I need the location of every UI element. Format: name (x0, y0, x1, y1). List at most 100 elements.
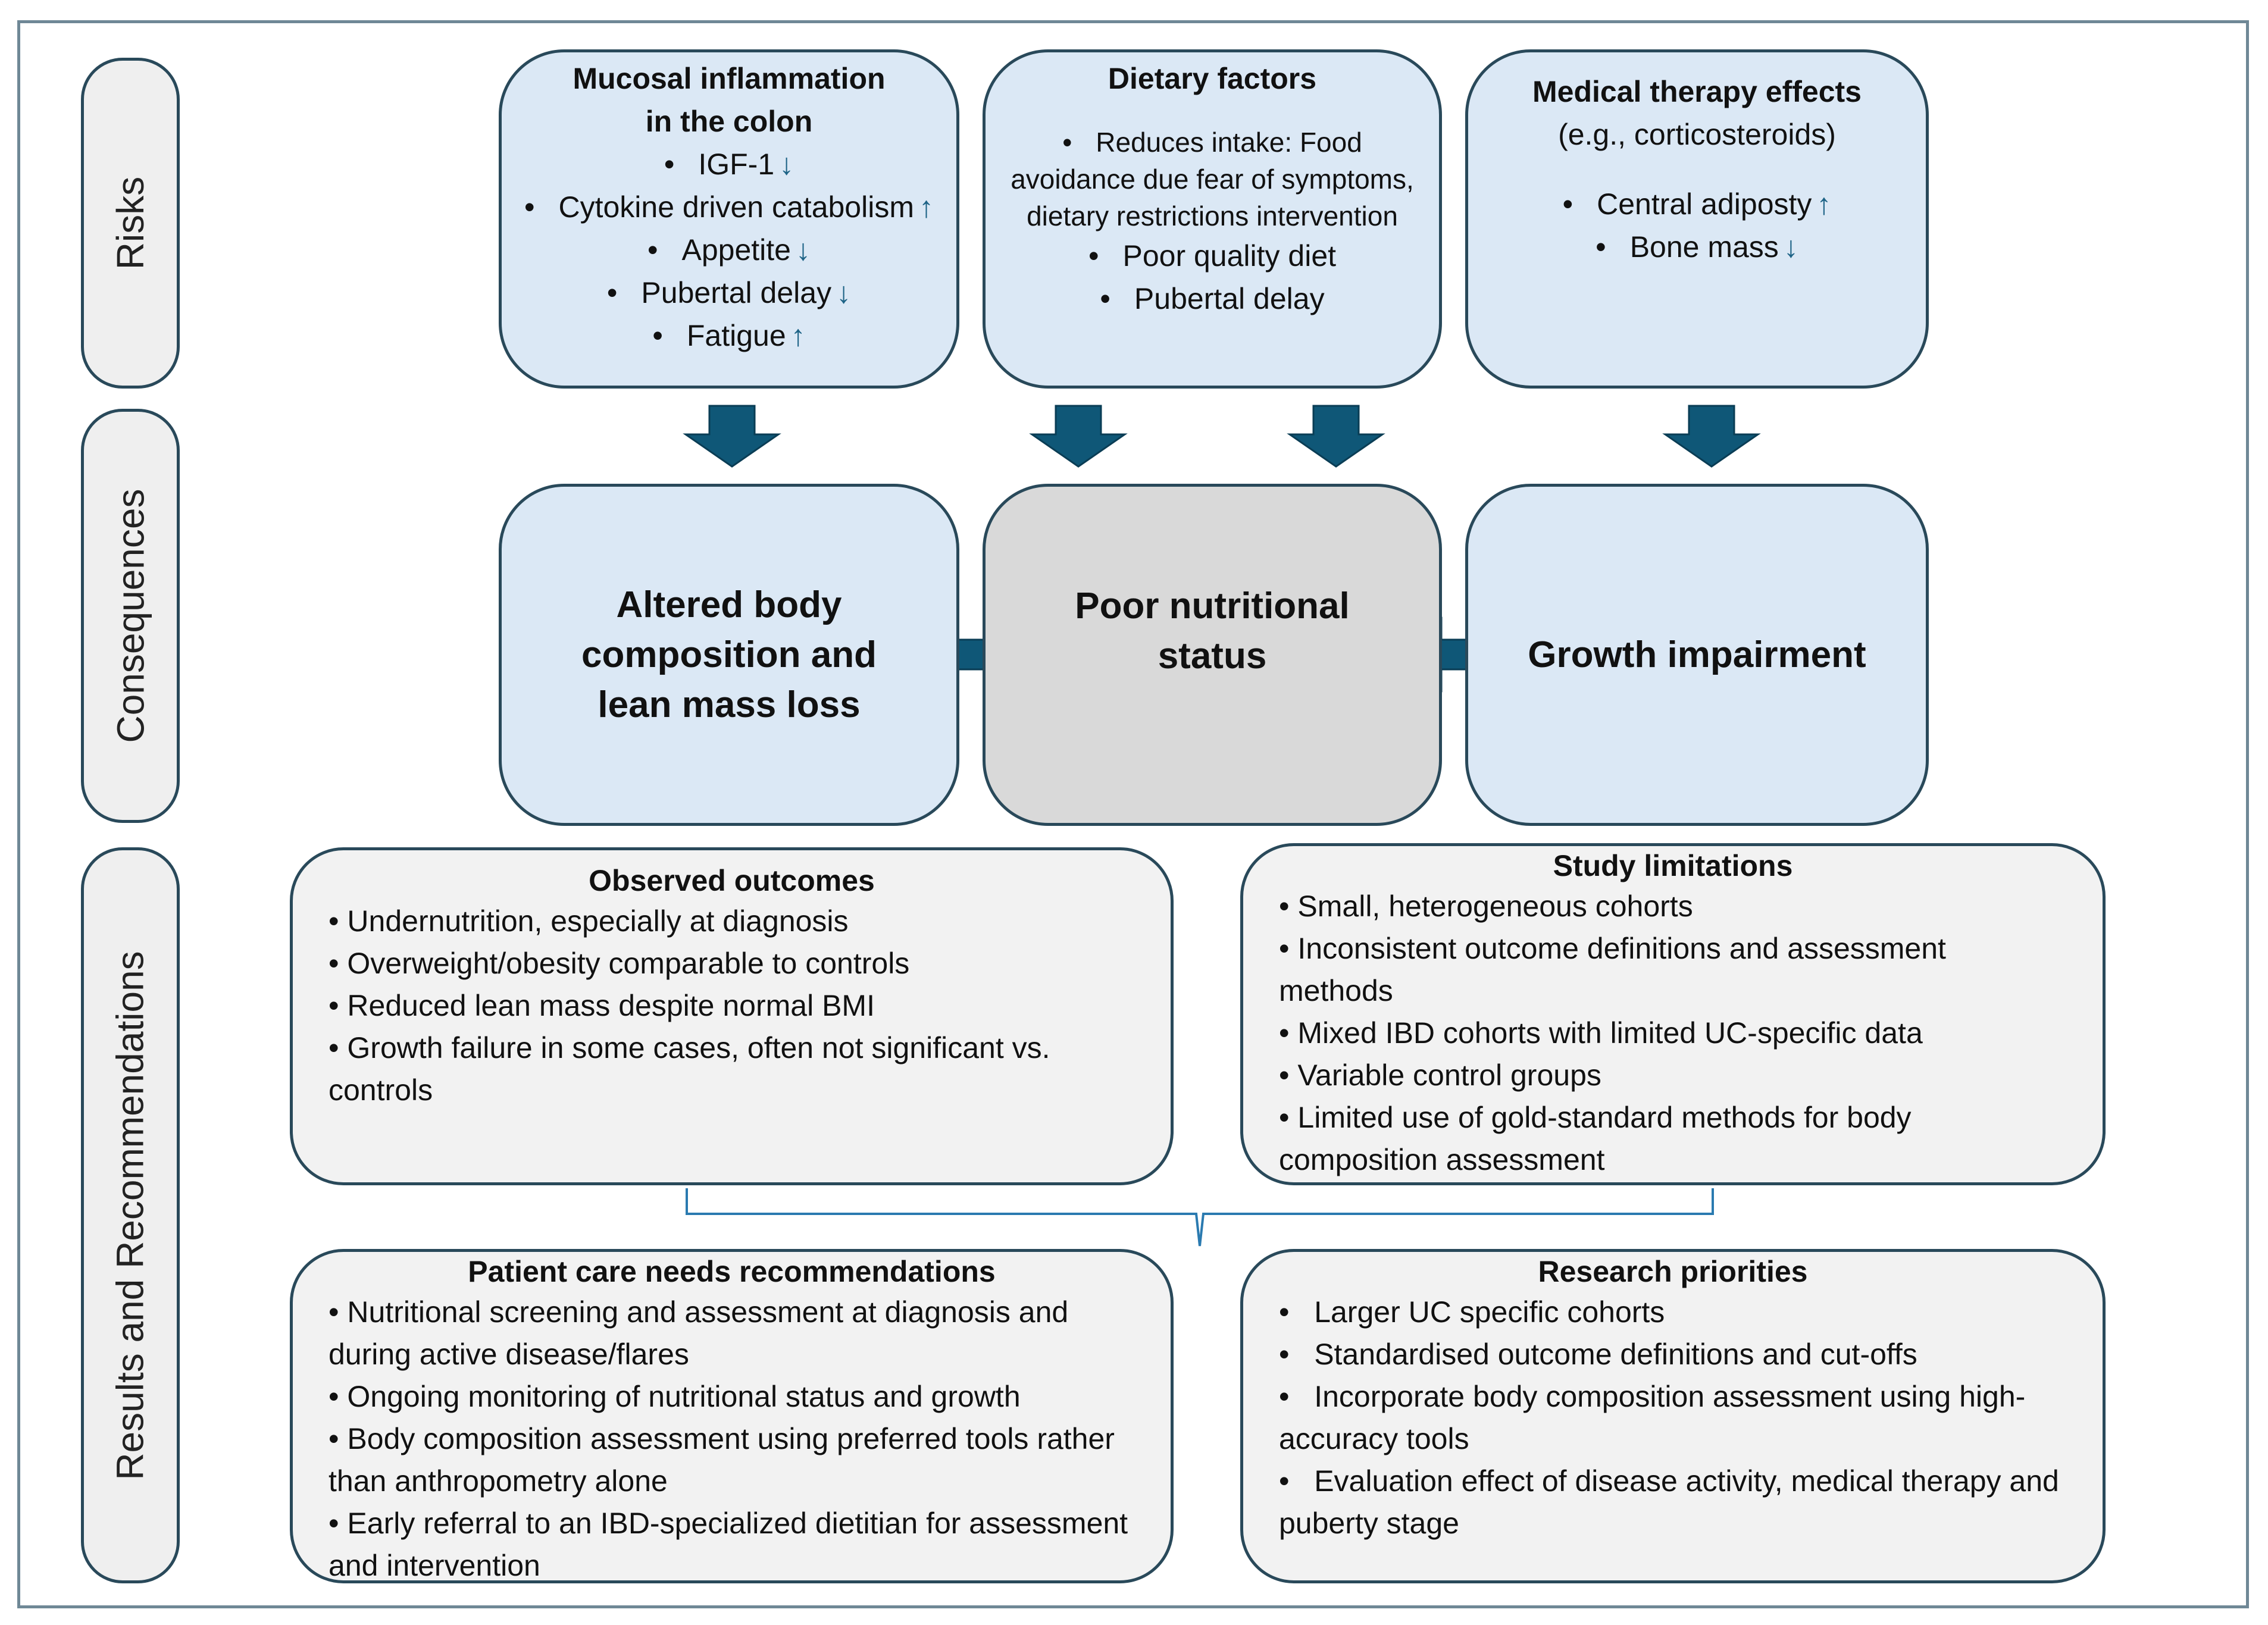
section-item: • Undernutrition, especially at diagnosi… (329, 900, 1135, 943)
section-item: • Standardised outcome definitions and c… (1279, 1333, 2067, 1376)
section-item: • Incorporate body composition assessmen… (1279, 1376, 2067, 1460)
section-list: • Larger UC specific cohorts• Standardis… (1279, 1291, 2067, 1545)
section-item-text: Overweight/obesity comparable to control… (347, 947, 910, 980)
bullet-icon: • (1279, 1464, 1315, 1498)
risk-title: Mucosal inflammation (573, 62, 886, 95)
section-title: Observed outcomes (589, 864, 875, 897)
risk-list: •Reduces intake: Food avoidance due fear… (1009, 124, 1415, 320)
brace-connector (686, 1188, 1714, 1247)
bullet-icon: • (329, 1380, 348, 1413)
bullet-icon: • (329, 1422, 348, 1455)
risk-item-text: Poor quality diet (1122, 239, 1337, 273)
bullet-icon: • (1062, 127, 1072, 158)
risk-item-text: Central adiposty (1597, 187, 1812, 221)
risk-title: Medical therapy effects (1532, 75, 1862, 108)
risk-item: •Reduces intake: Food avoidance due fear… (1009, 124, 1415, 234)
section-item: • Early referral to an IBD-specialized d… (329, 1502, 1135, 1587)
section-title: Research priorities (1538, 1255, 1808, 1288)
section-item: • Evaluation effect of disease activity,… (1279, 1460, 2067, 1545)
consequence-poor-nutritional-status: Poor nutritional status (983, 484, 1442, 826)
section-item: • Small, heterogeneous cohorts (1279, 885, 2067, 928)
arrow-up-icon: ↑ (790, 319, 806, 352)
risk-item: • Fatigue↑ (502, 314, 956, 357)
risk-item: •Bone mass↓ (1468, 226, 1926, 268)
risk-title: Dietary factors (1108, 62, 1317, 95)
section-title: Study limitations (1553, 849, 1793, 882)
bullet-icon: • (1088, 239, 1099, 273)
section-item-text: Early referral to an IBD-specialized die… (329, 1507, 1128, 1582)
risk-item-text: Appetite (681, 233, 791, 267)
down-arrow-icon (1287, 405, 1385, 468)
bullet-icon: • (524, 190, 535, 224)
patient-care-box: Patient care needs recommendations• Nutr… (290, 1249, 1174, 1583)
figure-frame (17, 20, 2249, 1608)
section-list: • Undernutrition, especially at diagnosi… (329, 900, 1135, 1111)
risk-item: • Pubertal delay↓ (502, 271, 956, 314)
bullet-icon: • (329, 989, 348, 1022)
bullet-icon: • (329, 1295, 348, 1329)
arrow-down-icon: ↓ (836, 276, 852, 309)
section-item-text: Ongoing monitoring of nutritional status… (347, 1380, 1021, 1413)
section-item-text: Body composition assessment using prefer… (329, 1422, 1115, 1498)
arrow-down-icon: ↓ (779, 148, 794, 181)
bullet-icon: • (329, 904, 348, 938)
risk-list: •IGF-1↓•Cytokine driven catabolism↑•Appe… (502, 143, 956, 357)
consequence-body-composition: Altered body composition and lean mass l… (499, 484, 959, 826)
section-item-text: Undernutrition, especially at diagnosis (347, 904, 849, 938)
section-item: • Inconsistent outcome definitions and a… (1279, 928, 2067, 1012)
research-priorities-box: Research priorities• Larger UC specific … (1240, 1249, 2106, 1583)
bullet-icon: • (1279, 1016, 1298, 1050)
section-item: • Nutritional screening and assessment a… (329, 1291, 1135, 1376)
bullet-icon: • (652, 319, 663, 352)
risk-item-text: Fatigue (686, 319, 786, 352)
bullet-icon: • (1279, 1338, 1315, 1371)
bullet-icon: • (1279, 1059, 1298, 1092)
section-item-text: Small, heterogeneous cohorts (1297, 890, 1693, 923)
side-label-consequences: Consequences (81, 409, 180, 823)
arrow-down-icon: ↓ (1783, 230, 1798, 264)
section-item-text: Evaluation effect of disease activity, m… (1279, 1464, 2059, 1540)
section-item-text: Incorporate body composition assessment … (1279, 1380, 2026, 1455)
risk-item: • Poor quality diet (1009, 234, 1415, 277)
bullet-icon: • (606, 276, 618, 309)
risk-box-dietary-factors: Dietary factors•Reduces intake: Food avo… (983, 49, 1442, 389)
bullet-icon: • (1562, 187, 1573, 221)
bullet-icon: • (1279, 890, 1298, 923)
down-arrow-icon (1029, 405, 1128, 468)
section-list: • Small, heterogeneous cohorts• Inconsis… (1279, 885, 2067, 1181)
section-item-text: Growth failure in some cases, often not … (329, 1031, 1050, 1107)
risk-title: in the colon (645, 105, 813, 138)
risk-item-text: Cytokine driven catabolism (558, 190, 915, 224)
risk-item-text: Pubertal delay (641, 276, 832, 309)
down-arrow-icon (683, 405, 781, 468)
bullet-icon: • (329, 1507, 348, 1540)
section-item: • Growth failure in some cases, often no… (329, 1027, 1135, 1111)
bullet-icon: • (664, 148, 675, 181)
risk-item-text: Pubertal delay (1134, 282, 1325, 315)
bullet-icon: • (1596, 230, 1606, 264)
bullet-icon: • (1279, 1295, 1315, 1329)
section-item-text: Limited use of gold-standard methods for… (1279, 1101, 1912, 1176)
section-item: • Body composition assessment using pref… (329, 1418, 1135, 1502)
risk-item: •Appetite↓ (502, 228, 956, 271)
risk-item: •IGF-1↓ (502, 143, 956, 186)
observed-outcomes-box: Observed outcomes• Undernutrition, espec… (290, 847, 1174, 1185)
risk-item: • Cytokine driven catabolism↑ (502, 186, 956, 228)
down-arrow-icon (1662, 405, 1761, 468)
section-item: • Variable control groups (1279, 1054, 2067, 1097)
risk-list: • Central adiposty↑ •Bone mass↓ (1468, 183, 1926, 268)
bullet-icon: • (1100, 282, 1110, 315)
section-item-text: Standardised outcome definitions and cut… (1314, 1338, 1917, 1371)
consequence-text: Altered body composition and lean mass l… (581, 584, 877, 725)
risk-item-text: Reduces intake: Food avoidance due fear … (1011, 127, 1414, 231)
section-item: • Limited use of gold-standard methods f… (1279, 1097, 2067, 1181)
section-item: • Reduced lean mass despite normal BMI (329, 985, 1135, 1027)
bullet-icon: • (1279, 1380, 1315, 1413)
section-item: • Larger UC specific cohorts (1279, 1291, 2067, 1333)
section-item: • Ongoing monitoring of nutritional stat… (329, 1376, 1135, 1418)
risk-item: • Central adiposty↑ (1468, 183, 1926, 226)
arrow-up-icon: ↑ (919, 190, 934, 224)
risk-box-medical-therapy: Medical therapy effects(e.g., corticoste… (1465, 49, 1929, 389)
arrow-up-icon: ↑ (1816, 187, 1832, 221)
